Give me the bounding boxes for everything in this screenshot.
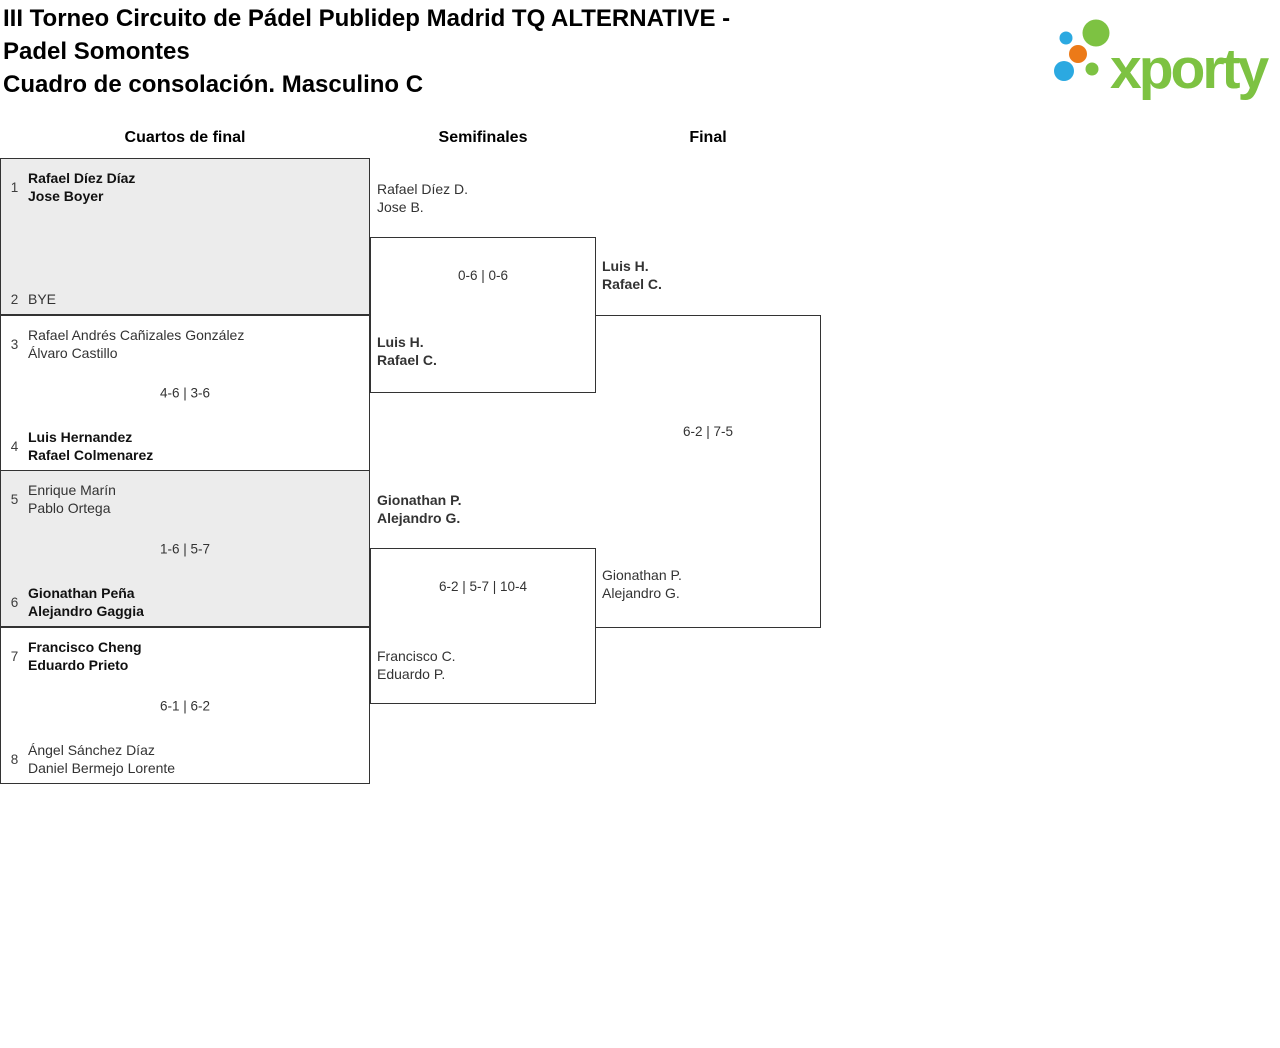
player-name: Alejandro G. (602, 585, 680, 601)
player-name: Ángel Sánchez Díaz (28, 742, 155, 758)
xporty-logo[interactable]: xporty (1042, 8, 1280, 103)
qf3-team-top: 5 Enrique Marín Pablo Ortega (1, 481, 369, 517)
qf2-team-top: 3 Rafael Andrés Cañizales González Álvar… (1, 326, 369, 362)
player-name: Rafael Andrés Cañizales González (28, 327, 245, 343)
qf2-team-bottom: 4 Luis Hernandez Rafael Colmenarez (1, 428, 369, 464)
logo-text: xporty (1110, 37, 1270, 101)
logo-dot-green-small (1085, 62, 1099, 76)
seed-number: 7 (10, 648, 19, 664)
round-header-final: Final (689, 129, 727, 146)
player-name: Álvaro Castillo (28, 345, 118, 361)
draw-subtitle: Cuadro de consolación. Masculino C (3, 71, 424, 98)
player-name: Rafael Díez Díaz (28, 170, 136, 186)
player-name: Francisco Cheng (28, 639, 142, 655)
team-players: Rafael Díez Díaz Jose Boyer (28, 169, 135, 205)
team-players: Luis Hernandez Rafael Colmenarez (28, 428, 153, 464)
qf3-team-bottom: 6 Gionathan Peña Alejandro Gaggia (1, 584, 369, 620)
player-name: Enrique Marín (28, 482, 116, 498)
seed-number: 1 (10, 179, 19, 195)
match-score: 4-6 | 3-6 (159, 385, 211, 401)
sf2-score: 6-2 | 5-7 | 10-4 (438, 579, 528, 594)
seed-number: 8 (10, 751, 19, 767)
match-qf1: 1 Rafael Díez Díaz Jose Boyer 2 BYE (0, 158, 370, 315)
sf1-score: 0-6 | 0-6 (457, 268, 509, 283)
logo-dot-green-large (1082, 19, 1110, 47)
team-players: Rafael Andrés Cañizales González Álvaro … (28, 326, 244, 362)
title-line-1: III Torneo Circuito de Pádel Publidep Ma… (3, 5, 731, 32)
match-box-sf2 (370, 548, 596, 704)
seed-number: 4 (10, 438, 19, 454)
player-name: Gionathan Peña (28, 585, 135, 601)
seed-number: 5 (10, 491, 19, 507)
qf4-team-bottom: 8 Ángel Sánchez Díaz Daniel Bermejo Lore… (1, 741, 369, 777)
logo-dot-orange (1069, 45, 1087, 63)
player-name: Daniel Bermejo Lorente (28, 760, 176, 776)
logo-dot-blue-large (1054, 61, 1074, 81)
player-name: Gionathan P. (377, 492, 462, 508)
seed-number: 6 (10, 594, 19, 610)
logo-dot-blue-small (1059, 31, 1073, 45)
match-qf4: 7 Francisco Cheng Eduardo Prieto 6-1 | 6… (0, 627, 370, 784)
player-name: Luis H. (602, 258, 649, 274)
round-header-semifinals: Semifinales (438, 129, 528, 146)
final-team-top: Luis H. Rafael C. (602, 257, 662, 293)
round-header-quarterfinals: Cuartos de final (124, 129, 246, 146)
sf1-team-top: Rafael Díez D. Jose B. (377, 180, 468, 216)
player-name: BYE (28, 291, 57, 307)
player-name: Rafael C. (377, 352, 437, 368)
team-players: Enrique Marín Pablo Ortega (28, 481, 116, 517)
player-name: Alejandro G. (377, 510, 461, 526)
player-name: Francisco C. (377, 648, 456, 664)
qf4-team-top: 7 Francisco Cheng Eduardo Prieto (1, 638, 369, 674)
player-name: Gionathan P. (602, 567, 682, 583)
sf1-team-bottom: Luis H. Rafael C. (377, 333, 437, 369)
match-box-sf1 (370, 237, 596, 393)
match-score: 6-1 | 6-2 (159, 698, 211, 713)
player-name: Luis Hernandez (28, 429, 133, 445)
player-name: Rafael Colmenarez (28, 447, 154, 463)
final-score: 6-2 | 7-5 (682, 424, 734, 439)
player-name: Rafael Díez D. (377, 181, 469, 197)
match-box-final (595, 315, 821, 628)
final-team-bottom: Gionathan P. Alejandro G. (602, 566, 682, 602)
sf2-team-top: Gionathan P. Alejandro G. (377, 491, 462, 527)
player-name: Luis H. (377, 334, 424, 350)
seed-number: 3 (10, 336, 19, 352)
player-name: Alejandro Gaggia (28, 603, 144, 619)
match-qf2: 3 Rafael Andrés Cañizales González Álvar… (0, 315, 370, 471)
seed-number: 2 (10, 291, 19, 307)
player-name: Rafael C. (602, 276, 662, 292)
qf1-team-top: 1 Rafael Díez Díaz Jose Boyer (1, 169, 369, 205)
team-players: Ángel Sánchez Díaz Daniel Bermejo Lorent… (28, 741, 175, 777)
team-players: BYE (28, 290, 56, 308)
team-players: Francisco Cheng Eduardo Prieto (28, 638, 142, 674)
player-name: Jose Boyer (28, 188, 104, 204)
player-name: Pablo Ortega (28, 500, 111, 516)
team-players: Gionathan Peña Alejandro Gaggia (28, 584, 144, 620)
match-qf3: 5 Enrique Marín Pablo Ortega 1-6 | 5-7 6… (0, 470, 370, 627)
player-name: Jose B. (377, 199, 424, 215)
match-score: 1-6 | 5-7 (159, 541, 211, 556)
page-title: III Torneo Circuito de Pádel Publidep Ma… (3, 2, 730, 101)
qf1-team-bottom: 2 BYE (1, 290, 369, 308)
title-line-2: Padel Somontes (3, 38, 190, 65)
player-name: Eduardo Prieto (28, 657, 129, 673)
player-name: Eduardo P. (377, 666, 446, 682)
sf2-team-bottom: Francisco C. Eduardo P. (377, 647, 456, 683)
